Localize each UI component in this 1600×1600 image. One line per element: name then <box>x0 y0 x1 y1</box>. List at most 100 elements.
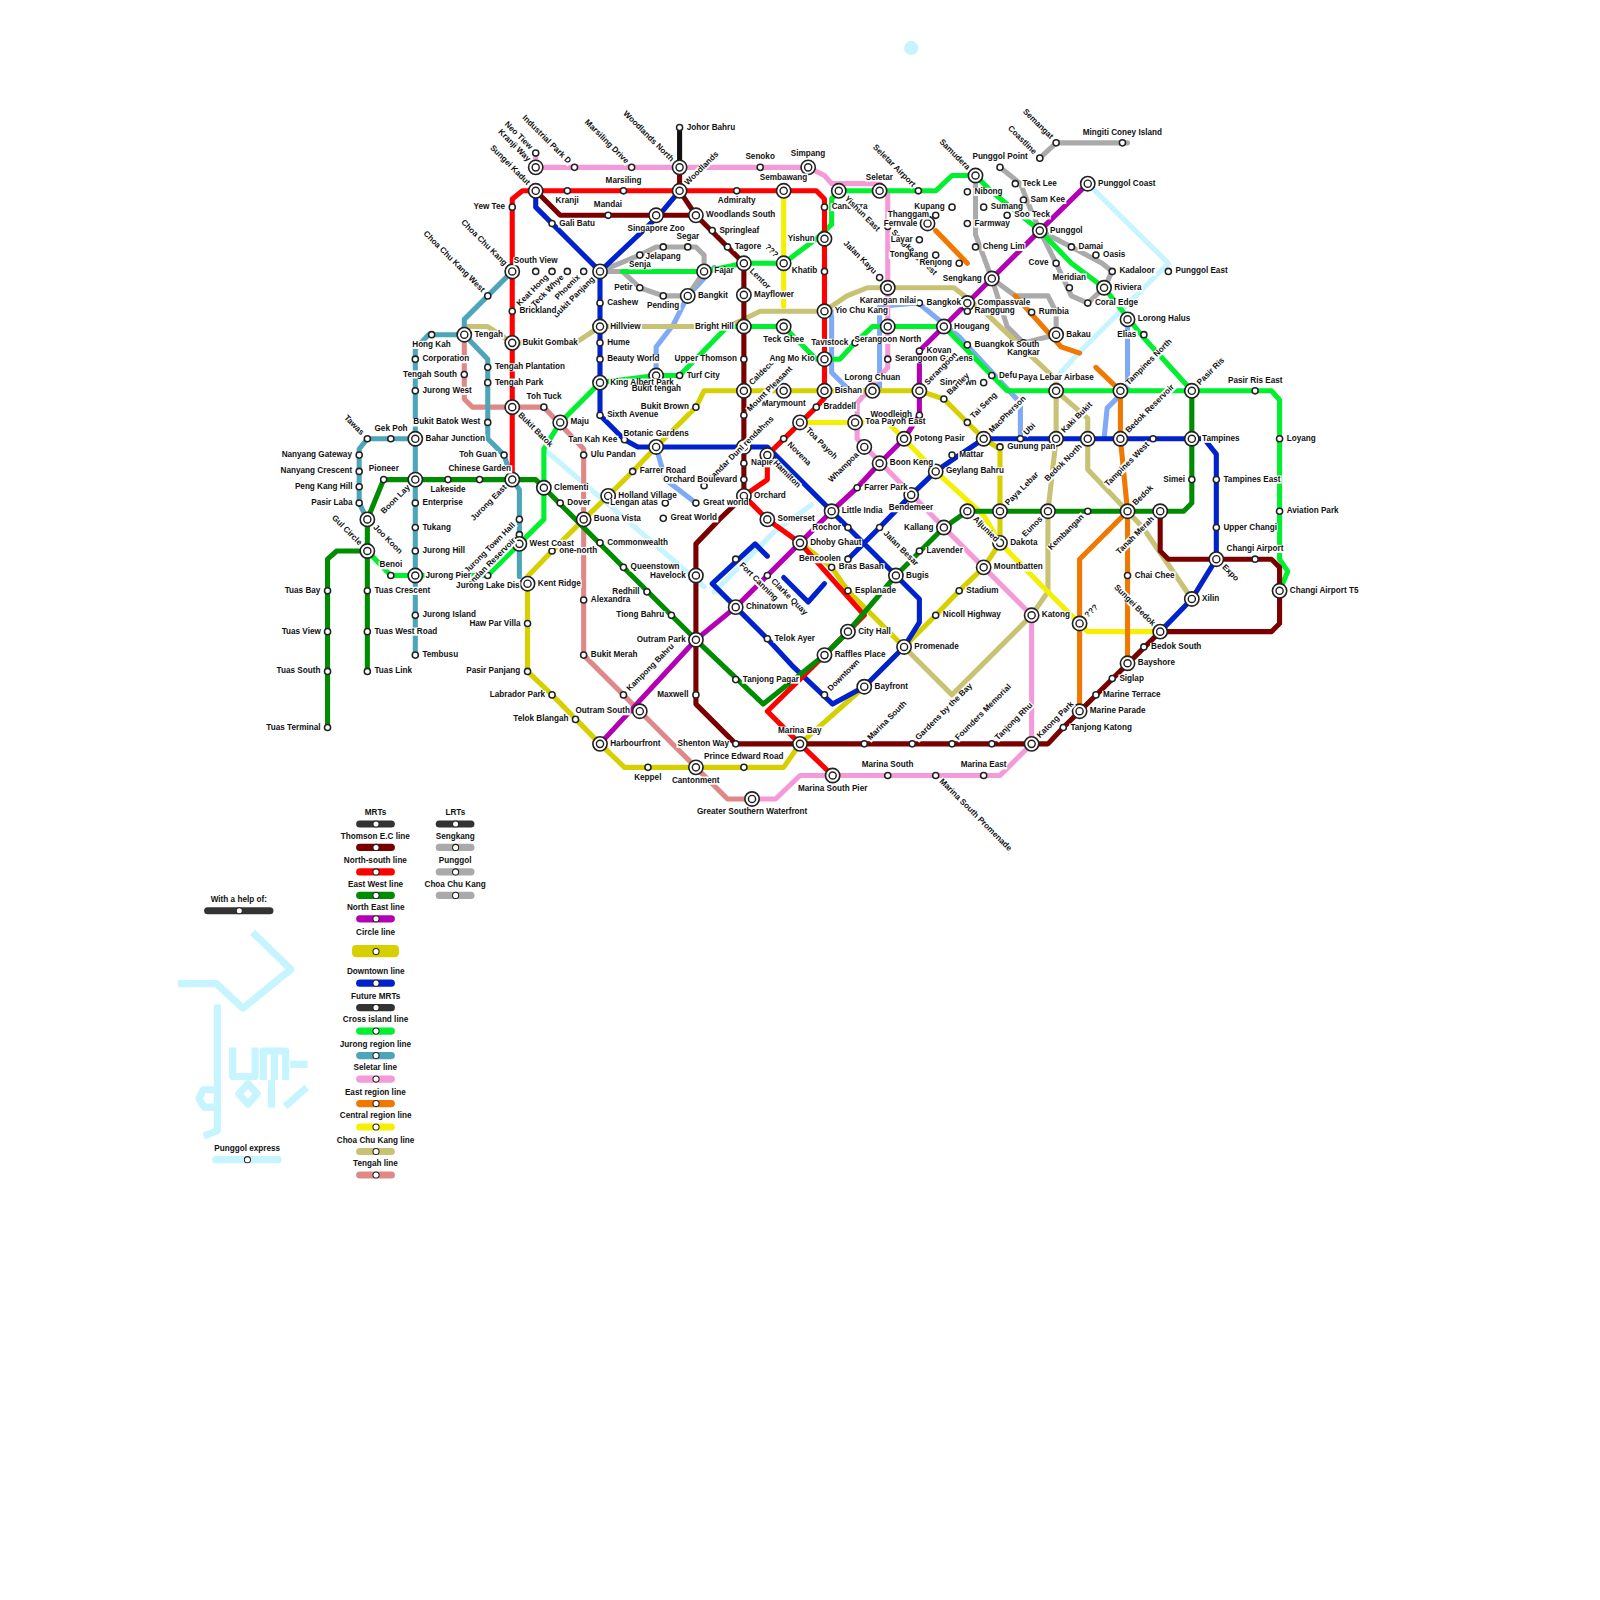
station-label: Toh Guan <box>458 451 498 459</box>
interchange-core <box>461 331 468 338</box>
station-dot <box>733 741 739 747</box>
interchange-dot <box>689 208 703 222</box>
interchange-dot <box>1041 504 1055 518</box>
station-label: Aljunied <box>971 515 1001 545</box>
interchange-core <box>364 547 371 554</box>
station-label: Hillview <box>609 322 641 330</box>
interchange-dot <box>672 184 686 198</box>
station-label: Yio Chu Kang <box>834 307 889 315</box>
station-dot <box>412 388 418 394</box>
legend-text: Punggol <box>439 857 472 865</box>
interchange-dot <box>1120 504 1134 518</box>
station-dot <box>741 477 747 483</box>
interchange-core <box>1053 387 1060 394</box>
station-dot <box>412 652 418 658</box>
station-dot <box>1066 285 1072 291</box>
station-label: Marsiling <box>605 177 643 185</box>
station-dot <box>693 404 699 410</box>
station-dot <box>1141 644 1147 650</box>
interchange-dot <box>505 336 519 350</box>
interchange-core <box>821 387 828 394</box>
station-dot <box>989 741 995 747</box>
interchange-dot <box>793 536 807 550</box>
station-dot <box>877 274 883 280</box>
interchange-dot <box>889 568 903 582</box>
station-dot <box>597 412 603 418</box>
legend-swatch <box>356 892 395 899</box>
station-label: Bukit Brown <box>640 403 690 411</box>
interchange-dot <box>760 512 774 526</box>
interchange-core <box>596 379 603 386</box>
station-label: Mattar <box>958 451 985 459</box>
interchange-dot <box>737 319 751 333</box>
interchange-dot <box>841 624 855 638</box>
station-dot <box>821 692 827 698</box>
station-label: Tanah Merah <box>1114 515 1156 557</box>
station-label: Serangoon North <box>854 336 923 344</box>
station-label: Little India <box>841 507 884 515</box>
station-dot <box>388 572 394 578</box>
station-dot <box>1213 524 1219 530</box>
interchange-core <box>821 652 828 659</box>
station-dot <box>412 524 418 530</box>
station-label: Tuas Terminal <box>265 723 321 731</box>
station-label: Sungei Bedok <box>1111 582 1157 628</box>
station-label: Tuas View <box>281 628 322 636</box>
interchange-core <box>1188 595 1195 602</box>
interchange-core <box>1276 587 1283 594</box>
station-label: Jurong West <box>421 387 472 395</box>
station-label: Tuas Link <box>373 667 413 675</box>
interchange-core <box>740 291 747 298</box>
branch-line <box>832 303 1021 439</box>
swatch-dot <box>372 915 379 922</box>
station-label: Cashew <box>606 299 639 307</box>
station-label: Toa Payoh East <box>864 418 926 426</box>
logo-stroke <box>239 1084 257 1104</box>
station-dot <box>861 741 867 747</box>
interchange-dot <box>1113 384 1127 398</box>
station-dot <box>356 452 362 458</box>
station-dot <box>1053 260 1059 266</box>
station-dot <box>581 652 587 658</box>
station-label: Bright Hill <box>694 322 735 330</box>
interchange-core <box>364 516 371 523</box>
station-label: Kaki Bukit <box>1060 400 1095 435</box>
station-dot <box>956 260 962 266</box>
station-label: Hume <box>606 339 631 347</box>
station-label: Sam Kee <box>1030 196 1067 204</box>
legend-swatch <box>356 868 395 875</box>
station-label: Mandai <box>593 201 623 209</box>
station-dot <box>757 164 763 170</box>
station-label: Peng Kang Hill <box>294 483 354 491</box>
station-label: Bangkok <box>926 299 963 307</box>
station-label: Great World <box>669 514 718 522</box>
central-line <box>781 191 786 306</box>
interchange-dot <box>505 472 519 486</box>
north-east-line <box>600 184 1088 744</box>
interchange-core <box>1053 435 1060 442</box>
station-label: Coastline <box>1005 124 1038 157</box>
station-label: Bras Basah <box>838 563 885 571</box>
interchange-core <box>828 508 835 515</box>
station-label: Orchard Boulevard <box>662 476 738 484</box>
station-dot <box>764 636 770 642</box>
station-dot <box>1060 724 1066 730</box>
interchange-dot <box>577 512 591 526</box>
interchange-dot <box>1113 432 1127 446</box>
station-dot <box>412 356 418 362</box>
interchange-core <box>1124 660 1131 667</box>
interchange-core <box>1157 628 1164 635</box>
interchange-dot <box>457 328 471 342</box>
station-label: Stadium <box>965 587 999 595</box>
interchange-core <box>996 508 1003 515</box>
station-label: ??? <box>1083 602 1101 620</box>
interchange-core <box>748 795 755 802</box>
station-dot <box>581 268 587 274</box>
station-label: Tongkang <box>889 251 929 259</box>
interchange-dot <box>817 648 831 662</box>
interchange-dot <box>505 264 519 278</box>
interchange-core <box>1028 740 1035 747</box>
station-label: Jurong Lake Dis <box>455 582 521 590</box>
legend-swatch <box>356 844 395 851</box>
interchange-core <box>821 235 828 242</box>
